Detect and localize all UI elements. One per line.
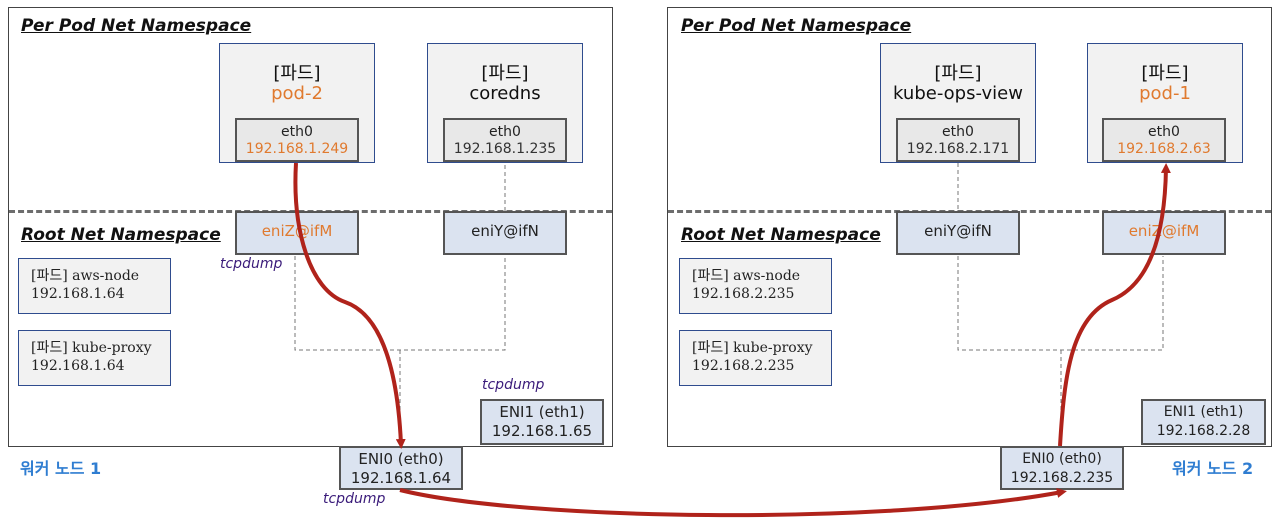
- sys-pod-label: [파드] aws-node: [31, 268, 140, 284]
- eth-label: eth0: [1148, 124, 1180, 140]
- worker-node-1-label: 워커 노드 1: [20, 459, 102, 478]
- eni-label: ENI0 (eth0): [1022, 451, 1102, 467]
- pod-tag: [파드]: [481, 63, 529, 84]
- tcpdump-label-eni0: tcpdump: [323, 491, 386, 507]
- eni0-left: ENI0 (eth0) 192.168.1.64: [339, 446, 463, 490]
- veth-eniz-right: eniZ@ifM: [1102, 211, 1226, 255]
- sys-pod-label: [파드] kube-proxy: [31, 340, 152, 356]
- tcpdump-label-eni1: tcpdump: [482, 377, 545, 393]
- eni-ip: 192.168.2.28: [1156, 423, 1251, 439]
- pod-1-eth0: eth0 192.168.2.63: [1102, 118, 1226, 162]
- pod-2-eth0: eth0 192.168.1.249: [235, 118, 359, 162]
- worker-node-2-label: 워커 노드 2: [1172, 459, 1254, 478]
- pod-ns-title-left: Per Pod Net Namespace: [21, 16, 252, 36]
- root-ns-title-right: Root Net Namespace: [681, 225, 881, 245]
- eni-label: ENI0 (eth0): [358, 450, 444, 468]
- eni-label: ENI1 (eth1): [499, 403, 585, 421]
- eth-label: eth0: [281, 124, 313, 140]
- eni-ip: 192.168.1.65: [491, 422, 593, 440]
- tcpdump-label-veth: tcpdump: [220, 256, 283, 272]
- eth-label: eth0: [489, 124, 521, 140]
- eni-ip: 192.168.1.64: [350, 469, 452, 487]
- pod-name: kube-ops-view: [893, 83, 1023, 104]
- veth-eniz-left: eniZ@ifM: [235, 211, 359, 255]
- eth-ip: 192.168.2.171: [906, 141, 1010, 157]
- eni-label: ENI1 (eth1): [1163, 404, 1244, 420]
- veth-eniy-left: eniY@ifN: [443, 211, 567, 255]
- pod-name: pod-2: [271, 83, 323, 104]
- pod-tag: [파드]: [1141, 63, 1189, 84]
- sys-pod-ip: 192.168.2.235: [692, 358, 795, 374]
- kube-ops-view-eth0: eth0 192.168.2.171: [896, 118, 1020, 162]
- sys-pod-ip: 192.168.1.64: [31, 286, 125, 302]
- root-ns-title-left: Root Net Namespace: [21, 225, 221, 245]
- sys-pod-ip: 192.168.2.235: [692, 286, 795, 302]
- pod-tag: [파드]: [934, 63, 982, 84]
- sys-pod-label: [파드] kube-proxy: [692, 340, 813, 356]
- aws-node-pod-right: [파드] aws-node 192.168.2.235: [679, 258, 832, 314]
- kube-proxy-pod-right: [파드] kube-proxy 192.168.2.235: [679, 330, 832, 386]
- eni0-right: ENI0 (eth0) 192.168.2.235: [1000, 446, 1124, 490]
- eth-ip: 192.168.2.63: [1117, 141, 1211, 157]
- coredns-eth0: eth0 192.168.1.235: [443, 118, 567, 162]
- eni1-left: ENI1 (eth1) 192.168.1.65: [480, 399, 604, 445]
- pod-name: pod-1: [1139, 83, 1191, 104]
- sys-pod-label: [파드] aws-node: [692, 268, 801, 284]
- eni-ip: 192.168.2.235: [1010, 470, 1114, 486]
- kube-proxy-pod-left: [파드] kube-proxy 192.168.1.64: [18, 330, 171, 386]
- veth-eniy-right: eniY@ifN: [896, 211, 1020, 255]
- sys-pod-ip: 192.168.1.64: [31, 358, 125, 374]
- eth-label: eth0: [942, 124, 974, 140]
- pod-tag: [파드]: [273, 63, 321, 84]
- aws-node-pod-left: [파드] aws-node 192.168.1.64: [18, 258, 171, 314]
- eth-ip: 192.168.1.235: [453, 141, 557, 157]
- pod-ns-title-right: Per Pod Net Namespace: [681, 16, 912, 36]
- eth-ip: 192.168.1.249: [245, 141, 349, 157]
- left-bridge-line: [294, 256, 506, 351]
- right-bridge-line: [957, 256, 1164, 351]
- pod-name: coredns: [469, 83, 541, 104]
- eni1-right: ENI1 (eth1) 192.168.2.28: [1141, 399, 1266, 445]
